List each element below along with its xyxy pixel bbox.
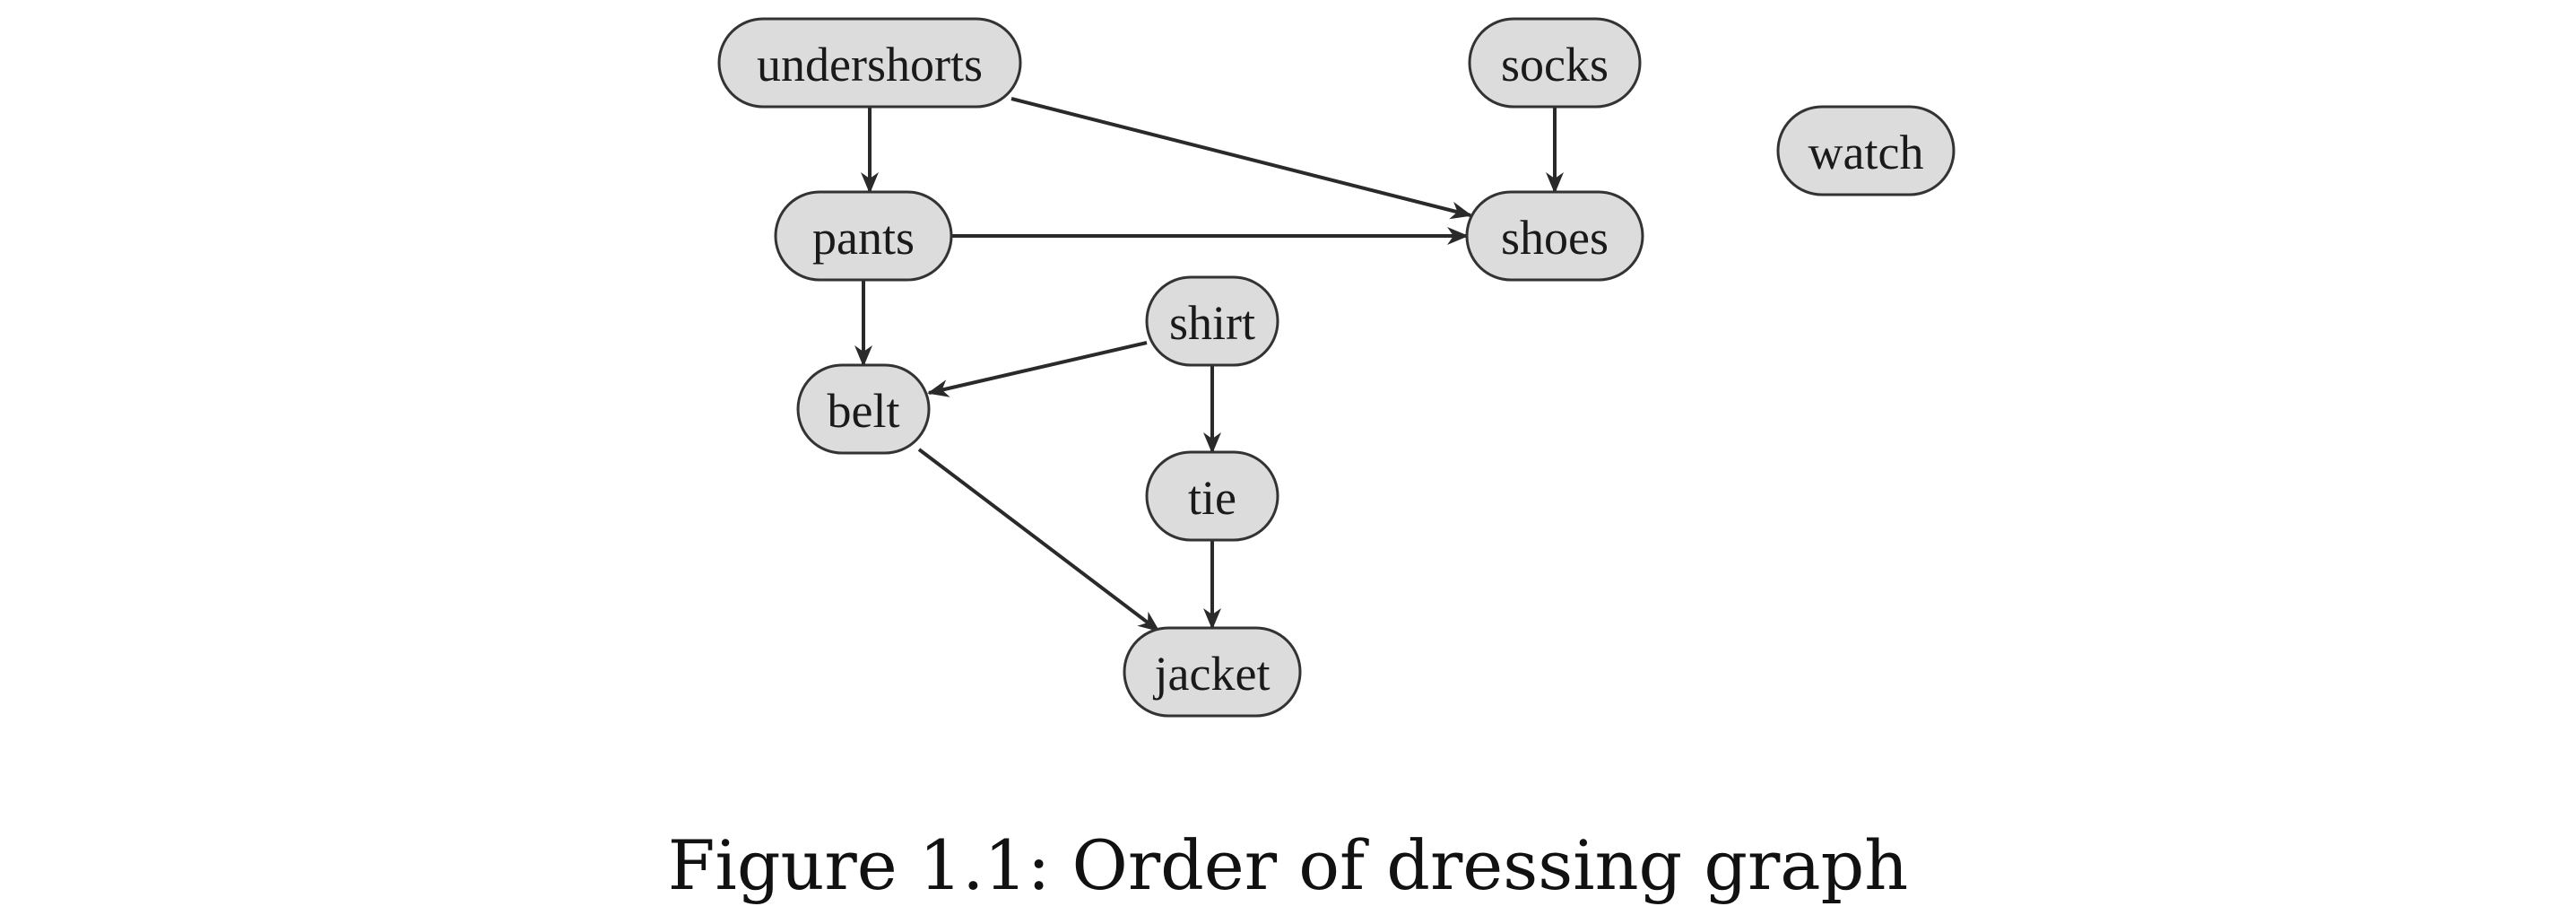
node-box-undershorts: [717, 17, 1022, 109]
node-label-shirt: shirt: [1169, 296, 1255, 350]
node-shoes: shoes: [1465, 190, 1644, 282]
edge-belt-to-jacket: [917, 448, 1160, 632]
node-box-belt: [796, 363, 931, 455]
node-pants: pants: [774, 190, 953, 282]
node-box-shirt: [1145, 275, 1279, 367]
node-jacket: jacket: [1123, 626, 1302, 718]
node-label-jacket: jacket: [1153, 647, 1271, 701]
node-box-jacket: [1123, 626, 1302, 718]
edge-undershorts-to-shoes: [1010, 97, 1472, 220]
node-socks: socks: [1468, 17, 1642, 109]
node-label-watch: watch: [1808, 126, 1924, 179]
node-box-tie: [1145, 450, 1279, 542]
node-label-tie: tie: [1188, 471, 1236, 525]
node-tie: tie: [1145, 450, 1279, 542]
edges: [854, 97, 1564, 632]
node-label-socks: socks: [1501, 38, 1609, 92]
node-label-belt: belt: [828, 384, 900, 438]
node-watch: watch: [1776, 105, 1956, 196]
node-label-undershorts: undershorts: [757, 38, 983, 92]
node-undershorts: undershorts: [717, 17, 1022, 109]
figure-caption: Figure 1.1: Order of dressing graph: [667, 825, 1909, 905]
node-box-watch: [1776, 105, 1956, 196]
node-label-pants: pants: [812, 211, 915, 265]
node-box-shoes: [1465, 190, 1644, 282]
node-belt: belt: [796, 363, 931, 455]
node-box-socks: [1468, 17, 1642, 109]
node-box-pants: [774, 190, 953, 282]
node-label-shoes: shoes: [1501, 211, 1609, 265]
edge-shirt-to-belt: [927, 341, 1148, 397]
nodes: undershorts socks watch pants shoes shirt belt…: [717, 17, 1956, 718]
node-shirt: shirt: [1145, 275, 1279, 367]
